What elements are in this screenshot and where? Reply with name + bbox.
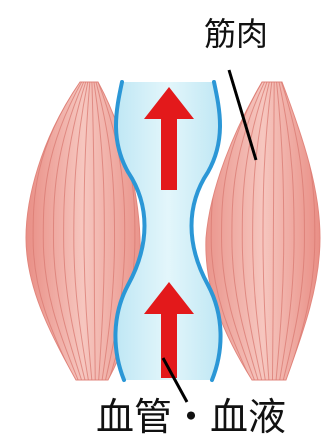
vessel-blood-label: 血管・血液 xyxy=(96,395,286,439)
muscle-label: 筋肉 xyxy=(204,15,268,53)
right-muscle xyxy=(206,80,320,382)
